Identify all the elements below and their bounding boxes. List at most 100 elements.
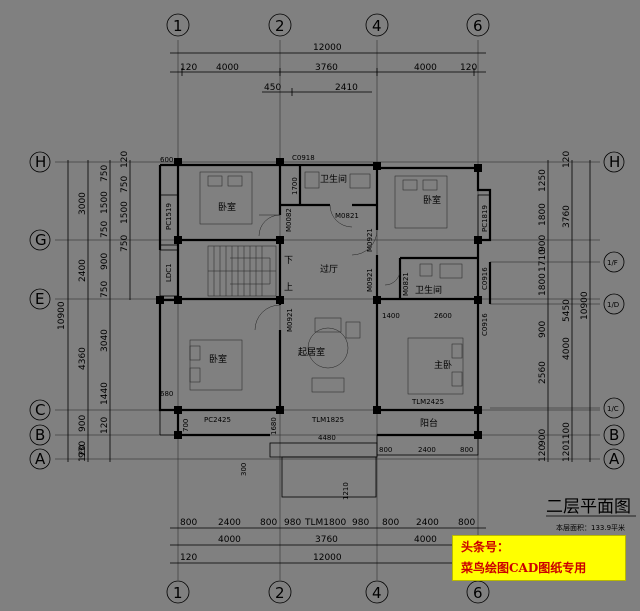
label-pc1819: PC1819 (481, 205, 489, 232)
door-swings (254, 204, 401, 331)
axis-bot-1: 1 (173, 584, 183, 602)
room-bedroom-sw: 卧室 (209, 353, 227, 365)
dim-1210: 1210 (342, 482, 350, 500)
dim-right-1800b: 1800 (538, 273, 548, 296)
dim-top-total: 12000 (313, 43, 342, 53)
dim-right-900a: 900 (538, 235, 548, 252)
dim-left-inner-1500: 1500 (120, 201, 130, 224)
axis-left-a: A (35, 450, 46, 468)
dim-bot-4000b: 4000 (414, 535, 437, 545)
axis-bot-6: 6 (473, 584, 483, 602)
axis-right-b: B (609, 426, 619, 444)
dim-left-inner-750b: 750 (120, 235, 130, 252)
dim-left-750c: 750 (100, 281, 110, 298)
axis-bot-2: 2 (275, 584, 285, 602)
dim-4480: 4480 (318, 434, 336, 442)
label-m0821: M0821 (335, 212, 359, 220)
axis-grid-lines (55, 40, 600, 580)
dim-left-3040: 3040 (100, 329, 110, 352)
axis-top-4: 4 (372, 17, 382, 35)
dim-right-120a: 120 (562, 151, 572, 168)
watermark-banner: 头条号： 菜鸟绘图CAD图纸专用 (452, 535, 626, 581)
label-m0821b: M0821 (402, 272, 410, 296)
dim-bot-3760: 3760 (315, 535, 338, 545)
label-ldc1: LDC1 (165, 263, 173, 282)
axis-bot-4: 4 (372, 584, 382, 602)
dim-2400: 2400 (418, 446, 436, 454)
top-dimensions (170, 52, 486, 96)
dim-bot-2400a: 2400 (218, 518, 241, 528)
axis-top-1: 1 (173, 17, 183, 35)
room-bedroom-nw: 卧室 (218, 201, 236, 213)
axis-right-a: A (609, 450, 620, 468)
axis-right-1d: 1/D (607, 301, 619, 309)
dim-bot-800d: 800 (458, 518, 475, 528)
stair-up-label: 上 (284, 282, 293, 293)
dim-2600: 2600 (434, 312, 452, 320)
bottom-axis-markers (166, 580, 490, 604)
dim-left-120b: 120 (100, 417, 110, 434)
label-tlm2425: TLM2425 (411, 398, 444, 406)
label-m0082: M0082 (285, 208, 293, 232)
label-pc1519: PC1519 (165, 203, 173, 230)
dim-300: 300 (240, 463, 248, 476)
dim-left-inner-750a: 750 (120, 176, 130, 193)
right-dim-labels: 120 3760 5450 4000 1100 120 1250 1800 90… (538, 151, 590, 462)
dim-left-120: 120 (78, 445, 88, 462)
dim-right-1250: 1250 (538, 169, 548, 192)
axis-top-2: 2 (275, 17, 285, 35)
dim-left-3000: 3000 (78, 192, 88, 215)
dim-left-900: 900 (78, 415, 88, 432)
dim-right-4000: 4000 (562, 337, 572, 360)
label-c0916a: C0916 (481, 267, 489, 290)
bottom-dimensions (170, 527, 486, 564)
axis-left-g: G (35, 231, 47, 249)
dim-600: 600 (160, 156, 173, 164)
dim-bot-800a: 800 (180, 518, 197, 528)
dim-right-900c: 900 (538, 429, 548, 446)
axis-left-e: E (35, 290, 44, 308)
label-c0918: C0918 (292, 154, 315, 162)
dim-700: 700 (182, 419, 190, 432)
dim-right-900b: 900 (538, 321, 548, 338)
dim-bot-800c: 800 (382, 518, 399, 528)
balcony-outlines (159, 164, 491, 498)
axis-right-1c: 1/C (607, 405, 619, 413)
axis-left-h: H (35, 153, 46, 171)
dim-bot-980a: 980 (284, 518, 301, 528)
dim-top-450: 450 (264, 83, 281, 93)
dim-1400: 1400 (382, 312, 400, 320)
label-tlm1825: TLM1825 (311, 416, 344, 424)
dim-bot-tlm1800: TLM1800 (304, 518, 346, 528)
dim-1700: 1700 (291, 177, 299, 195)
dim-left-900: 900 (100, 253, 110, 270)
label-m0921c: M0921 (286, 308, 294, 332)
left-dimensions (67, 160, 131, 462)
top-axis-markers (166, 13, 490, 37)
dim-800a: 800 (379, 446, 392, 454)
dim-left-inner-120: 120 (120, 151, 130, 168)
left-dim-labels: 10900 3000 2400 4360 900 120 750 1500 75… (57, 151, 130, 462)
axis-top-6: 6 (473, 17, 483, 35)
room-hall: 过厅 (320, 263, 338, 275)
dim-left-2400: 2400 (78, 259, 88, 282)
dim-right-1100: 1100 (562, 422, 572, 445)
dim-top-3760: 3760 (315, 63, 338, 73)
dim-right-120c: 120 (538, 445, 548, 462)
label-c0916b: C0916 (481, 313, 489, 336)
dim-bot-4000a: 4000 (218, 535, 241, 545)
dim-left-1440: 1440 (100, 382, 110, 405)
dim-right-120b: 120 (562, 445, 572, 462)
label-m0921b: M0921 (366, 268, 374, 292)
dim-left-750a: 750 (100, 165, 110, 182)
dim-right-1710: 1710 (538, 249, 548, 272)
dim-left-total: 10900 (57, 301, 67, 330)
dim-bot-2400b: 2400 (416, 518, 439, 528)
room-balcony: 阳台 (420, 417, 438, 429)
dim-right-3760: 3760 (562, 205, 572, 228)
dim-right-1800a: 1800 (538, 203, 548, 226)
axis-left-c: C (35, 401, 45, 419)
dim-right-5450: 5450 (562, 299, 572, 322)
label-pc2425: PC2425 (204, 416, 231, 424)
